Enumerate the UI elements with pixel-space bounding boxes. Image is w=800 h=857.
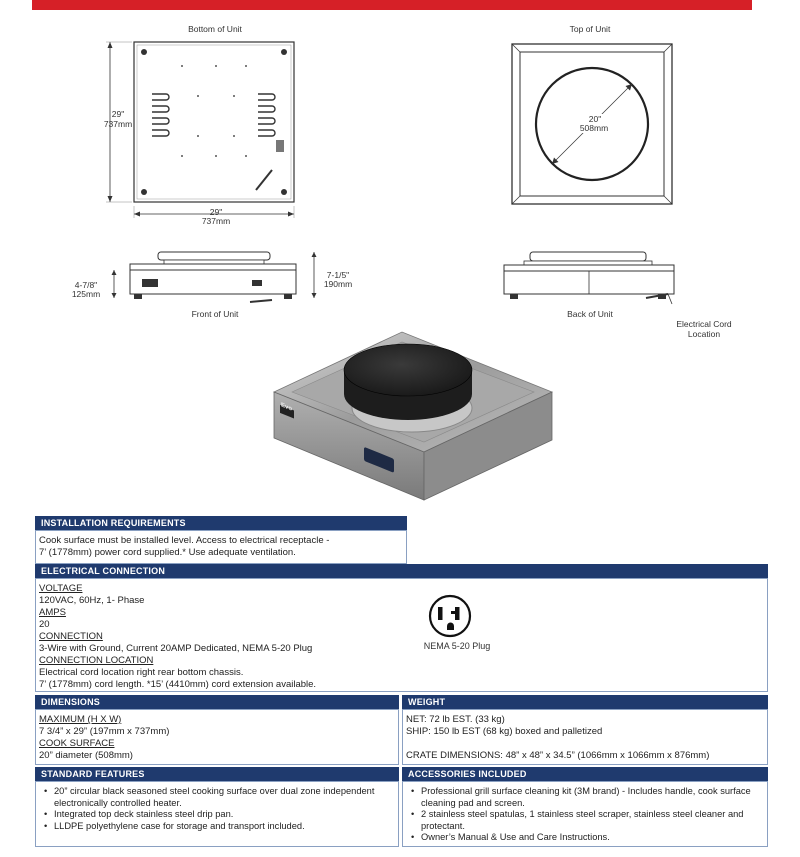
bottom-view-title: Bottom of Unit — [188, 24, 242, 34]
max-value: 7 3/4” x 29” (197mm x 737mm) — [39, 726, 170, 737]
nema-plug-icon — [428, 594, 472, 638]
front-right-mm: 190mm — [323, 279, 353, 289]
cook-surface-label: COOK SURFACE — [39, 738, 115, 749]
front-view-title: Front of Unit — [191, 309, 239, 319]
voltage-label: VOLTAGE — [39, 583, 83, 594]
dimensions-header: DIMENSIONS — [35, 695, 399, 709]
weight-box — [402, 709, 768, 765]
list-item: LLDPE polyethylene case for storage and … — [38, 821, 394, 833]
top-accent-bar — [32, 0, 752, 10]
brand-mark: Evo — [281, 401, 292, 412]
weight-ship: SHIP: 150 lb EST (68 kg) boxed and palle… — [406, 726, 603, 737]
bottom-height-mm: 737mm — [103, 119, 133, 129]
max-label: MAXIMUM (H X W) — [39, 714, 122, 725]
list-item: 2 stainless steel spatulas, 1 stainless … — [405, 809, 763, 832]
electrical-header: ELECTRICAL CONNECTION — [35, 564, 768, 578]
installation-line1: Cook surface must be installed level. Ac… — [39, 535, 330, 546]
dimensions-box — [35, 709, 399, 765]
voltage-value: 120VAC, 60Hz, 1- Phase — [39, 595, 145, 606]
features-box — [35, 781, 399, 847]
features-header: STANDARD FEATURES — [35, 767, 399, 781]
front-right-in: 7-1/5" — [326, 270, 350, 280]
weight-net: NET: 72 lb EST. (33 kg) — [406, 714, 505, 725]
list-item: 20” circular black seasoned steel cookin… — [38, 786, 394, 809]
electrical-box — [35, 578, 768, 692]
bottom-height-in: 29" — [111, 109, 125, 119]
cord-label-line2: Location — [687, 329, 721, 339]
cook-surface-value: 20” diameter (508mm) — [39, 750, 133, 761]
cord-label-line1: Electrical Cord — [676, 319, 732, 329]
front-view-drawing — [111, 251, 317, 303]
connection-value: 3-Wire with Ground, Current 20AMP Dedica… — [39, 643, 313, 654]
location-value1: Electrical cord location right rear bott… — [39, 667, 244, 678]
connection-label: CONNECTION — [39, 631, 103, 642]
front-left-mm: 125mm — [71, 289, 101, 299]
accessories-header: ACCESSORIES INCLUDED — [402, 767, 768, 781]
list-item: Integrated top deck stainless steel drip… — [38, 809, 394, 821]
installation-header: INSTALLATION REQUIREMENTS — [35, 516, 407, 530]
installation-box — [35, 530, 407, 564]
plug-caption: NEMA 5-20 Plug — [423, 641, 491, 651]
front-left-in: 4-7/8" — [74, 280, 98, 290]
bottom-width-mm: 737mm — [201, 216, 231, 226]
amps-label: AMPS — [39, 607, 66, 618]
top-view-title: Top of Unit — [569, 24, 611, 34]
weight-header: WEIGHT — [402, 695, 768, 709]
bottom-width-in: 29" — [209, 207, 223, 217]
product-photo: Evo — [272, 331, 554, 501]
crate-dimensions: CRATE DIMENSIONS: 48” x 48” x 34.5” (106… — [406, 750, 710, 761]
accessories-list: Professional grill surface cleaning kit … — [405, 786, 763, 844]
back-view-drawing — [503, 251, 675, 305]
list-item: Professional grill surface cleaning kit … — [405, 786, 763, 809]
features-list: 20” circular black seasoned steel cookin… — [38, 786, 394, 832]
top-dia-in: 20" — [575, 114, 615, 124]
installation-line2: 7’ (1778mm) power cord supplied.* Use ad… — [39, 547, 296, 558]
back-view-title: Back of Unit — [567, 309, 613, 319]
location-value2: 7’ (1778mm) cord length. *15’ (4410mm) c… — [39, 679, 317, 690]
list-item: Owner’s Manual & Use and Care Instructio… — [405, 832, 763, 844]
top-dia-mm: 508mm — [572, 123, 616, 133]
bottom-view-drawing — [106, 41, 295, 218]
amps-value: 20 — [39, 619, 50, 630]
accessories-box — [402, 781, 768, 847]
location-label: CONNECTION LOCATION — [39, 655, 154, 666]
